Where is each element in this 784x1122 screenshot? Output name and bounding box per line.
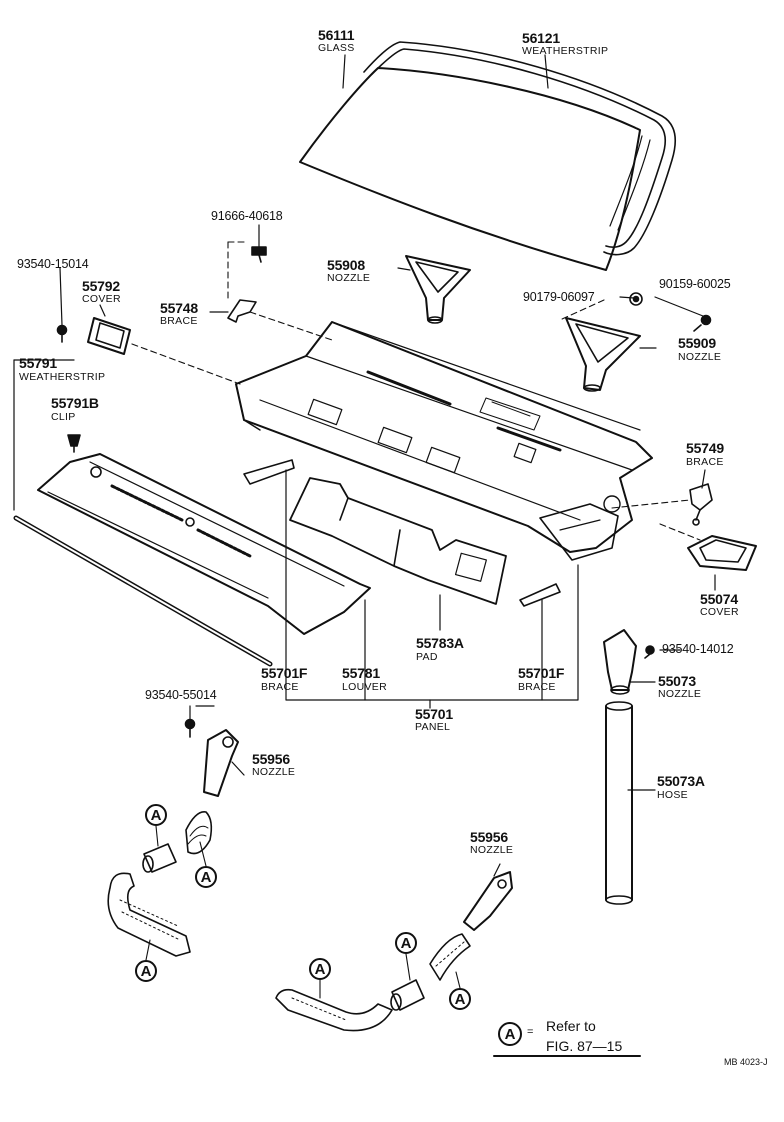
callout-a-3: A: [135, 960, 157, 982]
drawing-code: MB 4023-J: [724, 1057, 768, 1067]
part-55956-lower-number: 55956: [470, 829, 508, 845]
part-55701F-left-number: 55701F: [261, 665, 308, 681]
nozzle-55073-shape: [603, 629, 637, 695]
part-55783A-number: 55783A: [416, 635, 464, 651]
screw-93540-14012-icon: [644, 645, 655, 659]
nozzle-55956-upper-shape: [203, 729, 239, 797]
weatherstrip-55791-shape: [13, 515, 273, 667]
part-55701F-right-name: BRACE: [518, 681, 556, 693]
legend-figure-ref: FIG. 87—15: [546, 1038, 623, 1054]
callout-a-5: A: [395, 932, 417, 954]
screw-93540-55014-icon: [184, 718, 196, 738]
louver-55781-shape: [37, 453, 371, 635]
part-93540-14012-number: 93540-14012: [662, 642, 734, 656]
callout-a-6: A: [449, 988, 471, 1010]
part-91666-number: 91666-40618: [211, 209, 283, 223]
screw-93540-15014-icon: [56, 324, 68, 343]
nozzle-55909-shape: [565, 317, 641, 392]
clip-55791B-icon: [67, 434, 81, 453]
cover-55792-shape: [87, 317, 131, 355]
connector-lower-shape: [390, 979, 425, 1011]
part-55781-number: 55781: [342, 665, 380, 681]
part-55909-number: 55909: [678, 335, 716, 351]
legend-refer-to: Refer to: [546, 1018, 596, 1034]
part-56121-name: WEATHERSTRIP: [522, 45, 609, 57]
part-55701-name: PANEL: [415, 721, 451, 733]
part-55701F-left-name: BRACE: [261, 681, 299, 693]
part-55748-name: BRACE: [160, 315, 198, 327]
part-93540-55014-number: 93540-55014: [145, 688, 217, 702]
part-93540-15014-number: 93540-15014: [17, 257, 89, 271]
callout-a-4: A: [309, 958, 331, 980]
part-55791-number: 55791: [19, 355, 57, 371]
callout-a-1: A: [145, 804, 167, 826]
part-55749-number: 55749: [686, 440, 724, 456]
brace-55701F-left-shape: [243, 459, 295, 485]
part-55781-name: LOUVER: [342, 681, 387, 693]
part-56111-number: 56111: [318, 27, 355, 43]
panel-55701-shape: [235, 321, 653, 561]
callout-a-2: A: [195, 866, 217, 888]
connector-upper-shape: [142, 843, 177, 873]
screw-90159-icon: [693, 314, 712, 332]
bolt-91666-icon: [251, 246, 267, 263]
part-90179-number: 90179-06097: [523, 290, 595, 304]
brace-55749-shape: [689, 483, 713, 526]
callout-leaders: [145, 825, 461, 999]
leader-lines: [59, 54, 716, 877]
duct-upper-left-shape: [107, 872, 191, 957]
nut-90179-icon: [629, 292, 643, 306]
part-55956-lower-name: NOZZLE: [470, 844, 514, 856]
part-55783A-name: PAD: [416, 651, 438, 663]
windshield-glass-shape: [299, 67, 641, 271]
part-55791B-number: 55791B: [51, 395, 99, 411]
part-55909-name: NOZZLE: [678, 351, 722, 363]
part-55791B-name: CLIP: [51, 411, 76, 423]
part-55956-upper-name: NOZZLE: [252, 766, 296, 778]
part-55792-name: COVER: [82, 293, 121, 305]
duct-upper-right-shape: [185, 811, 213, 855]
legend-callout-a: A: [498, 1022, 522, 1046]
brace-55748-shape: [227, 299, 257, 323]
part-55956-upper-number: 55956: [252, 751, 290, 767]
cover-55074-shape: [687, 535, 757, 571]
brace-55701F-right-shape: [519, 583, 561, 607]
part-55791-name: WEATHERSTRIP: [19, 371, 106, 383]
part-55748-number: 55748: [160, 300, 198, 316]
windshield-weatherstrip-shape: [363, 41, 676, 256]
part-55908-number: 55908: [327, 257, 365, 273]
pad-55783A-shape: [289, 477, 507, 605]
nozzle-55956-lower-shape: [463, 871, 513, 931]
part-55749-name: BRACE: [686, 456, 724, 468]
hose-55073A-shape: [605, 701, 633, 905]
part-55908-name: NOZZLE: [327, 272, 371, 284]
part-55792-number: 55792: [82, 278, 120, 294]
part-55074-number: 55074: [700, 591, 738, 607]
duct-lower-right-shape: [429, 933, 471, 981]
part-90159-number: 90159-60025: [659, 277, 731, 291]
part-55701F-right-number: 55701F: [518, 665, 565, 681]
part-56121-number: 56121: [522, 30, 560, 46]
part-55073A-number: 55073A: [657, 773, 705, 789]
part-55074-name: COVER: [700, 606, 739, 618]
nozzle-55908-shape: [405, 255, 471, 324]
dashed-connectors: [131, 241, 701, 541]
legend-equals: =: [527, 1026, 534, 1038]
duct-lower-left-shape: [275, 988, 393, 1032]
part-55701-number: 55701: [415, 706, 453, 722]
part-56111-name: GLASS: [318, 42, 355, 54]
panel-bracket-lines: [13, 359, 579, 709]
part-55073-number: 55073: [658, 673, 696, 689]
part-55073-name: NOZZLE: [658, 688, 702, 700]
part-55073A-name: HOSE: [657, 789, 688, 801]
